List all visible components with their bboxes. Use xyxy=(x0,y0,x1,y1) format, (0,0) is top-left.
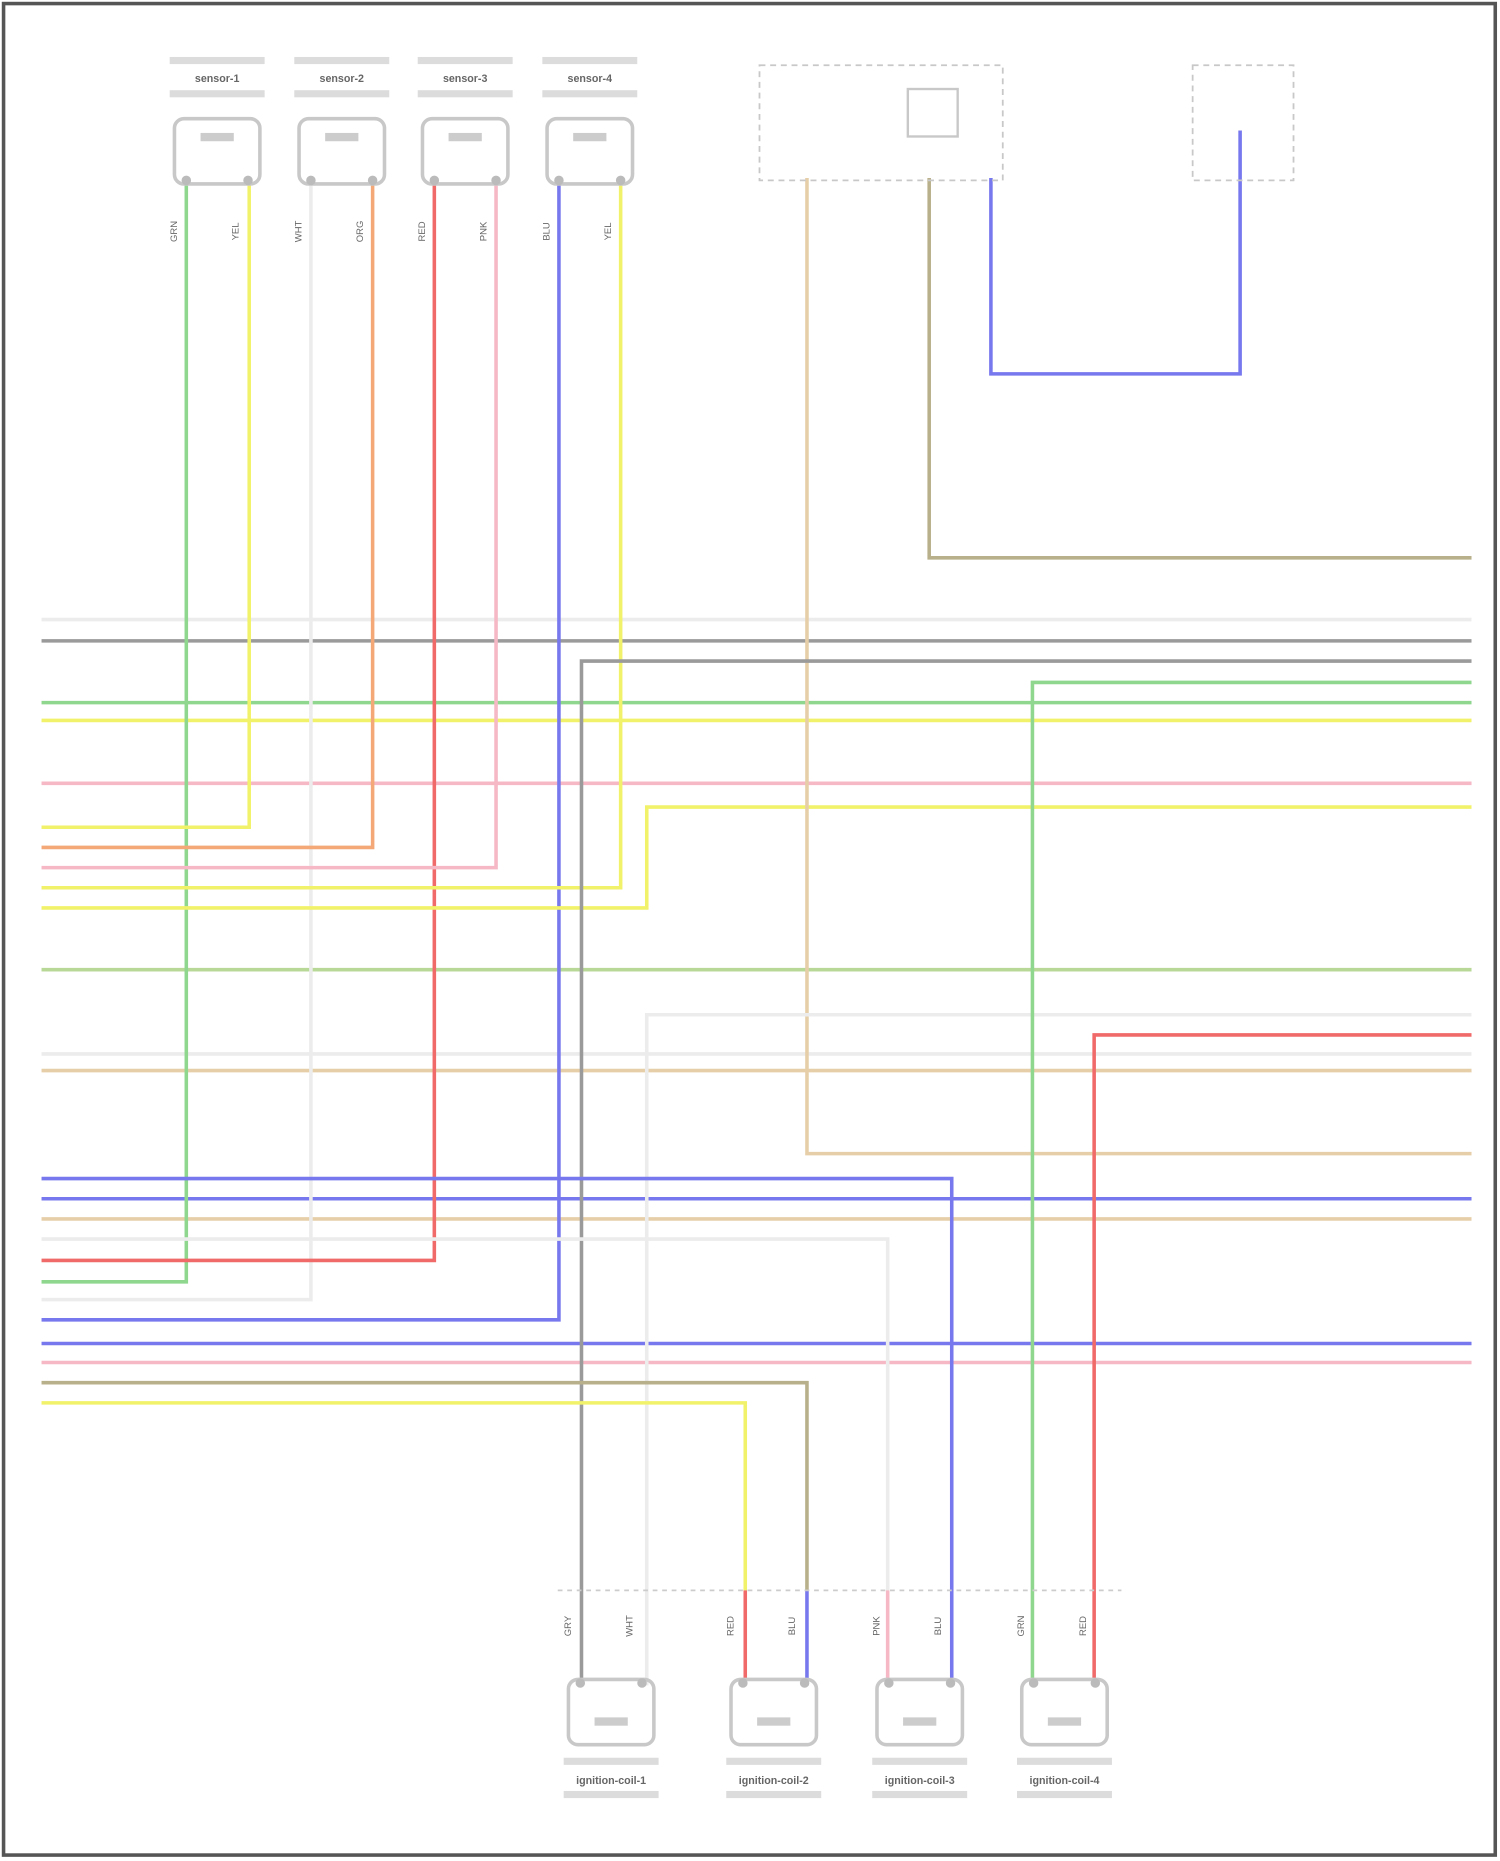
wire-color-code: GRY xyxy=(563,1615,574,1636)
pin xyxy=(946,1678,955,1687)
ignition-coil-4: ignition-coil-4 GRN RED xyxy=(1016,1615,1112,1798)
component-name: ignition-coil-4 xyxy=(1030,1775,1100,1787)
label-bar xyxy=(726,1758,821,1765)
label-bar xyxy=(294,57,389,64)
pin xyxy=(1091,1678,1100,1687)
component-name: sensor-4 xyxy=(568,73,613,85)
pin xyxy=(884,1678,893,1687)
wire-wht xyxy=(42,178,311,1300)
label-bar xyxy=(1017,1791,1112,1798)
wire-olv xyxy=(929,178,1471,558)
wire-olv xyxy=(42,1383,807,1591)
label-bar xyxy=(170,57,265,64)
component-name: sensor-2 xyxy=(320,73,365,85)
pin xyxy=(554,176,563,185)
component-name: sensor-3 xyxy=(443,73,488,85)
relay-box xyxy=(759,65,1002,180)
wire-color-code: PNK xyxy=(479,221,490,241)
label-bar xyxy=(542,90,637,97)
pin xyxy=(1029,1678,1038,1687)
component-name: ignition-coil-1 xyxy=(576,1775,646,1787)
wire-color-code: RED xyxy=(1078,1616,1089,1636)
pin xyxy=(243,176,252,185)
component-name: ignition-coil-3 xyxy=(885,1775,955,1787)
wire-color-code: WHT xyxy=(625,1615,636,1637)
pin xyxy=(430,176,439,185)
wire-color-code: RED xyxy=(725,1616,736,1636)
wire-blu xyxy=(42,178,559,1320)
wire-color-code: GRN xyxy=(169,221,180,242)
wire-blu xyxy=(991,131,1240,374)
wire-red xyxy=(1094,1035,1471,1685)
pin xyxy=(368,176,377,185)
wires xyxy=(42,131,1472,1686)
fuse-box xyxy=(1193,65,1294,180)
relay xyxy=(908,89,958,136)
component-name: ignition-coil-2 xyxy=(739,1775,809,1787)
label-bar xyxy=(872,1791,967,1798)
component-name: sensor-1 xyxy=(195,73,240,85)
wire-grn xyxy=(1032,682,1471,1685)
wire-wht xyxy=(42,1239,888,1590)
wire-yel xyxy=(42,178,250,827)
wire-yel xyxy=(42,807,1472,908)
pin xyxy=(616,176,625,185)
pin xyxy=(800,1678,809,1687)
pin xyxy=(576,1678,585,1687)
wire-color-code: YEL xyxy=(231,222,242,240)
wire-color-code: RED xyxy=(417,221,428,241)
wire-gry xyxy=(581,661,1471,1685)
wire-color-code: BLU xyxy=(787,1617,798,1636)
pin xyxy=(637,1678,646,1687)
wire-grn xyxy=(42,178,187,1282)
label-bar xyxy=(564,1791,659,1798)
label-bar xyxy=(726,1791,821,1798)
wire-yel xyxy=(42,178,621,888)
wire-color-code: PNK xyxy=(871,1616,882,1636)
pin xyxy=(491,176,500,185)
wire-wht xyxy=(647,1015,1472,1686)
wire-color-code: GRN xyxy=(1016,1615,1027,1636)
label-bar xyxy=(170,90,265,97)
label-bar xyxy=(418,57,513,64)
wire-color-code: ORG xyxy=(355,221,366,243)
diagram-frame xyxy=(4,4,1496,1856)
label-bar xyxy=(294,90,389,97)
pin xyxy=(182,176,191,185)
ignition-coil-1: ignition-coil-1 GRY WHT xyxy=(563,1615,659,1798)
label-bar xyxy=(1017,1758,1112,1765)
wire-tan xyxy=(807,178,1472,1154)
label-bar xyxy=(872,1758,967,1765)
wire-color-code: WHT xyxy=(293,220,304,242)
label-bar xyxy=(564,1758,659,1765)
label-bar xyxy=(542,57,637,64)
wire-color-code: YEL xyxy=(603,222,614,240)
wire-color-code: BLU xyxy=(541,222,552,241)
wire-color-code: BLU xyxy=(933,1617,944,1636)
label-bar xyxy=(418,90,513,97)
pin xyxy=(738,1678,747,1687)
wire-yel xyxy=(42,1403,746,1591)
wire-org xyxy=(42,178,373,847)
wire-blu xyxy=(42,1179,952,1686)
pin xyxy=(306,176,315,185)
wire-pnk xyxy=(42,178,497,868)
